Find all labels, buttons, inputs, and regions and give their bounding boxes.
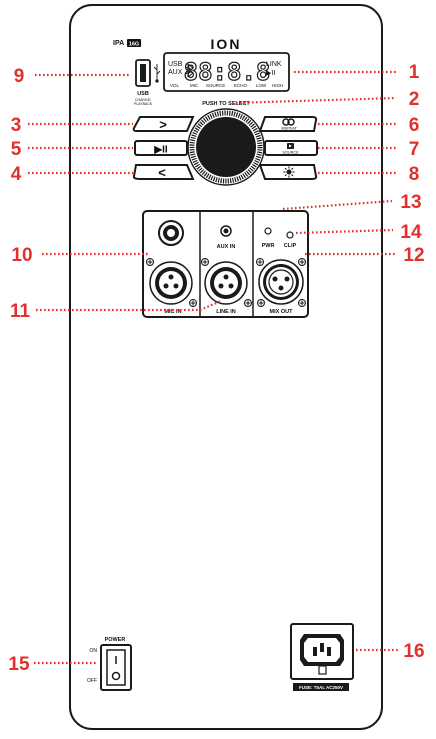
lcd-echo-label: ECHO [234, 83, 248, 88]
callout-15: 15 [8, 654, 30, 675]
select-knob[interactable] [187, 108, 265, 186]
callout-16: 16 [403, 641, 424, 662]
next-icon: > [159, 117, 167, 132]
usb-port[interactable] [135, 59, 151, 87]
callout-7: 7 [409, 139, 420, 160]
panel-screws [146, 258, 306, 307]
repeat-button[interactable]: /REPEAT [258, 116, 318, 132]
link-icon [282, 118, 295, 126]
callout-4: 4 [11, 164, 22, 185]
next-button[interactable]: > [132, 116, 195, 132]
clip-label: CLIP [284, 243, 297, 249]
previous-button[interactable]: < [132, 164, 195, 180]
lcd-digits: 88:8.8 [184, 58, 271, 86]
aux-in-jack[interactable] [220, 225, 232, 237]
power-on-label: ON [90, 648, 98, 654]
callout-9: 9 [14, 66, 25, 87]
leader-14 [295, 228, 394, 235]
leader-2 [231, 96, 397, 105]
usb-icon [153, 64, 161, 83]
callout-12: 12 [403, 245, 424, 266]
previous-icon: < [158, 165, 166, 180]
callout-1: 1 [409, 62, 420, 83]
leader-11 [36, 299, 222, 312]
light-icon [283, 166, 295, 178]
source-button[interactable]: SOURCE [264, 140, 318, 156]
clip-led [286, 231, 294, 239]
repeat-label: /REPEAT [281, 127, 298, 131]
model-label: IPA [113, 40, 124, 47]
knob-label: PUSH TO SELECT [202, 101, 250, 107]
lcd-usb-label: USB [168, 61, 183, 68]
callout-10: 10 [11, 245, 32, 266]
quarter-inch-jack[interactable] [158, 220, 184, 246]
line-in-label: LINE IN [216, 309, 236, 315]
play-pause-button[interactable]: ▶II [134, 140, 188, 156]
callout-11: 11 [10, 301, 31, 322]
power-switch[interactable] [100, 644, 132, 691]
lcd-mic-label: MIC [190, 83, 199, 88]
callout-14: 14 [400, 222, 422, 243]
callout-6: 6 [409, 115, 420, 136]
lcd-high-label: HIGH [272, 83, 283, 88]
power-off-label: OFF [87, 678, 97, 684]
mix-out-label: MIX OUT [270, 309, 294, 315]
usb-label: USB [137, 91, 149, 97]
lcd-low-label: LOW [256, 83, 267, 88]
pwr-led [264, 227, 272, 235]
model-badge [127, 39, 141, 47]
light-button[interactable] [258, 164, 318, 180]
play-pause-icon: ▶II [153, 145, 167, 156]
callout-13: 13 [400, 192, 421, 213]
power-label: POWER [105, 637, 126, 643]
bluetooth-icon [185, 63, 194, 78]
ion-logo: ION [211, 36, 242, 52]
callout-2: 2 [409, 89, 420, 110]
ac-power-inlet[interactable] [290, 623, 354, 680]
aux-in-label: AUX IN [217, 244, 236, 250]
lcd-vol-label: VOL [170, 83, 180, 88]
callout-3: 3 [11, 115, 22, 136]
source-label: SOURCE [282, 151, 299, 155]
usb-sublabel-1: CHARGE/ [135, 98, 151, 102]
usb-sublabel-2: PLAYBACK [134, 102, 153, 106]
callout-5: 5 [11, 139, 22, 160]
lcd-display [163, 52, 290, 92]
source-icon [287, 143, 294, 149]
fuse-label-plate [293, 683, 349, 691]
lcd-link-label: LINK [266, 61, 282, 68]
fuse-label: FUSE: T5AL AC250V [299, 685, 343, 690]
mic-xlr-input[interactable] [149, 261, 193, 305]
lcd-aux-label: AUX [168, 69, 183, 76]
speaker-housing-outline [69, 4, 383, 730]
model-badge-text: 16G [129, 42, 139, 48]
line-xlr-input[interactable] [204, 261, 248, 305]
mic-in-label: MIC IN [164, 309, 181, 315]
callout-leaders [28, 70, 398, 665]
lcd-source-label: SOURCE [206, 83, 225, 88]
lcd-play-pause-label: ▶II [266, 70, 275, 77]
callout-8: 8 [409, 164, 420, 185]
pwr-label: PWR [262, 243, 275, 249]
mix-out-xlr-output[interactable] [258, 259, 304, 305]
